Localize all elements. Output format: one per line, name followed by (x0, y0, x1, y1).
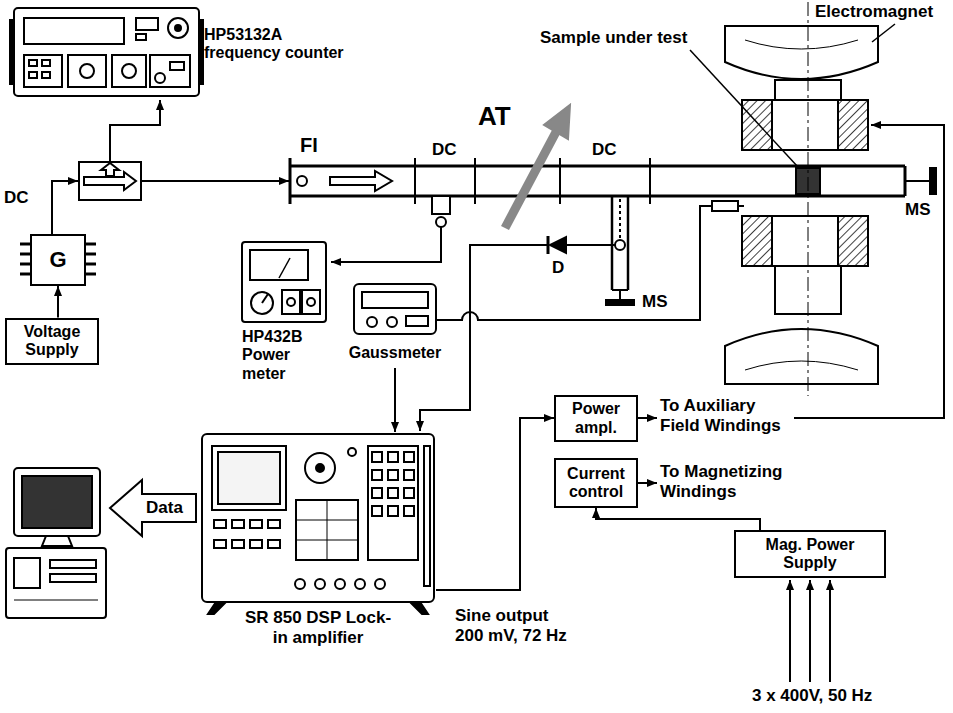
label-holder: To Magnetizing Windings (660, 462, 800, 501)
instrument: SR 850 DSP Lock-in amplifier (200, 432, 436, 654)
node-text: Power ampl. (560, 400, 632, 437)
coupler-box: DC (78, 161, 142, 201)
part-label: 3 x 400V, 50 Hz (752, 686, 872, 706)
lock-in-drawing (202, 434, 434, 614)
node-text: Voltage Supply (11, 323, 93, 360)
generator-box: G (30, 234, 86, 286)
connector (596, 508, 760, 530)
label-holder: 3 x 400V, 50 Hz (752, 686, 872, 706)
part-label: FI (300, 134, 318, 157)
label-holder: AT (478, 102, 511, 132)
part-label: MS (642, 292, 668, 312)
node-text: DC (4, 188, 40, 208)
part-label: D (552, 258, 564, 278)
label-holder: Electromagnet (815, 2, 933, 22)
connector (394, 368, 396, 432)
node-text: HP53132A frequency counter (204, 26, 354, 63)
frequency-counter-drawing (10, 8, 203, 96)
process-box: Voltage Supply (5, 318, 99, 365)
process-box: Mag. Power Supply (734, 530, 886, 578)
coupler-arrows (84, 163, 136, 190)
electromagnet-drawing (690, 2, 895, 396)
part-label: To Auxiliary Field Windings (660, 396, 790, 435)
part-label: DC (432, 140, 457, 160)
node-text: HP432B Power meter (242, 328, 314, 383)
node-text: SR 850 DSP Lock-in amplifier (243, 608, 393, 647)
instrument: Gaussmeter (345, 282, 445, 368)
power-meter-drawing (242, 242, 326, 322)
process-box: Power ampl. (554, 395, 638, 442)
part-label: Data (146, 498, 183, 518)
part-label: To Magnetizing Windings (660, 462, 800, 501)
instrument: HP53132A frequency counter (12, 4, 364, 100)
mains-arrows (790, 580, 830, 682)
label-holder: To Auxiliary Field Windings (660, 396, 790, 435)
aux-field-line (794, 125, 944, 418)
label-holder: DC (432, 140, 457, 160)
label-holder: MS (642, 292, 668, 312)
part-label: Sample under test (540, 28, 700, 48)
label-holder: DC (592, 140, 617, 160)
connector (436, 418, 554, 590)
node-text: G (49, 247, 66, 272)
connector (110, 100, 160, 161)
data-arrow (110, 480, 196, 536)
output-arrow (637, 482, 657, 484)
probe-line (436, 201, 744, 320)
connector (57, 286, 59, 318)
part-label: Electromagnet (815, 2, 933, 22)
label-holder: Sine output 200 mV, 72 Hz (455, 606, 575, 645)
label-holder: FI (300, 134, 318, 157)
label-holder: MS (905, 200, 931, 220)
node-text: Mag. Power Supply (740, 536, 880, 573)
feed-line (142, 180, 289, 182)
node-text: Current control (560, 465, 632, 502)
label-holder: D (552, 258, 564, 278)
label-holder: Sample under test (540, 28, 700, 48)
part-label: AT (478, 102, 511, 132)
computer-drawing (6, 468, 106, 618)
node-text: Gaussmeter (345, 344, 445, 362)
output-arrow (637, 417, 657, 419)
process-box: Current control (554, 458, 638, 508)
connector (52, 181, 78, 234)
part-label: DC (592, 140, 617, 160)
label-holder: Data (146, 498, 183, 518)
gaussmeter-drawing (354, 284, 436, 334)
attenuator-arrow (505, 105, 570, 228)
part-label: MS (905, 200, 931, 220)
instrument: HP432B Power meter (240, 240, 330, 398)
part-label: Sine output 200 mV, 72 Hz (455, 606, 575, 645)
coupler-branch (331, 196, 450, 262)
